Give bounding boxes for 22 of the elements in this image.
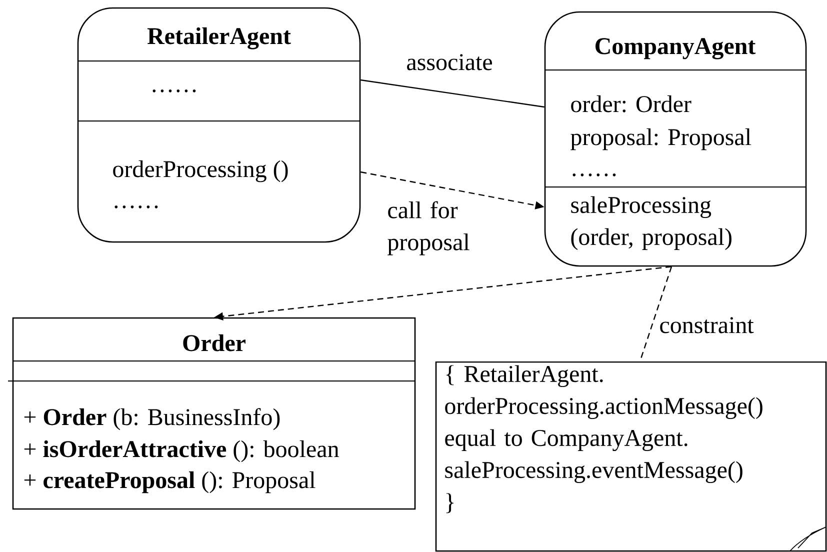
- class-name: CompanyAgent: [596, 38, 756, 60]
- note-box: [435, 361, 827, 552]
- member-text: + createProposal (): Proposal: [24, 471, 316, 494]
- association-line: [360, 79, 544, 108]
- class-name: Order: [183, 334, 246, 352]
- edge-label: constraint: [658, 316, 755, 334]
- constraint-text: { RetailerAgent. orderProcessing.actionMessage() equal to CompanyAgent. saleProcessing.eventMessage() }: [445, 365, 762, 514]
- edge-label: associate: [405, 53, 494, 72]
- agent-class-box: [77, 7, 361, 243]
- edge-label: call for proposal: [386, 200, 488, 256]
- class-box: [8, 317, 416, 510]
- agent-class-box: [544, 11, 807, 267]
- member-text: saleProcessing (order, proposal): [571, 196, 732, 250]
- member-text: + isOrderAttractive (): boolean: [24, 440, 339, 462]
- member-text: proposal: Proposal: [570, 128, 752, 150]
- member-text: ……: [572, 174, 616, 176]
- member-text: + Order (b: BusinessInfo): [24, 408, 280, 430]
- member-text: ……: [114, 206, 158, 208]
- class-name: RetailerAgent: [147, 27, 291, 50]
- member-text: ……: [152, 90, 196, 92]
- member-text: order: Order: [571, 95, 692, 112]
- member-text: orderProcessing (): [113, 160, 288, 182]
